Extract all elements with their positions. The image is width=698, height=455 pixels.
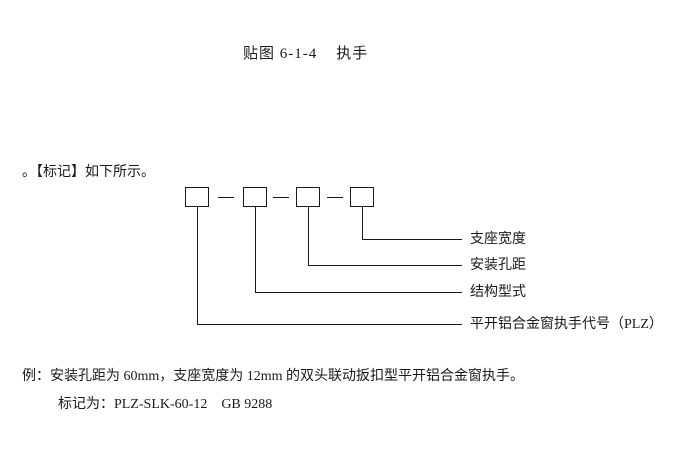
dash-separator-1 bbox=[218, 197, 234, 198]
code-box-1 bbox=[185, 187, 209, 207]
example-text: 例：安装孔距为 60mm，支座宽度为 12mm 的双头联动扳扣型平开铝合金窗执手… bbox=[22, 369, 525, 384]
designation-text: 标记为：PLZ-SLK-60-12 GB 9288 bbox=[58, 397, 273, 412]
figure-caption: 贴图 6-1-4 执手 bbox=[243, 46, 369, 62]
code-box-4 bbox=[350, 187, 374, 207]
dash-separator-2 bbox=[273, 197, 289, 198]
mark-section-label: 。【标记】如下所示。 bbox=[22, 165, 155, 180]
connector-line-support-width bbox=[362, 207, 462, 240]
diagram-label-product-code: 平开铝合金窗执手代号（PLZ） bbox=[470, 317, 663, 332]
code-box-2 bbox=[243, 187, 267, 207]
diagram-label-hole-distance: 安装孔距 bbox=[470, 258, 526, 273]
code-box-3 bbox=[296, 187, 320, 207]
connector-line-product-code bbox=[197, 207, 462, 325]
diagram-label-structure-type: 结构型式 bbox=[470, 285, 526, 300]
dash-separator-3 bbox=[327, 197, 343, 198]
connector-line-structure-type bbox=[255, 207, 462, 293]
connector-line-hole-distance bbox=[308, 207, 462, 266]
diagram-label-support-width: 支座宽度 bbox=[470, 232, 526, 247]
